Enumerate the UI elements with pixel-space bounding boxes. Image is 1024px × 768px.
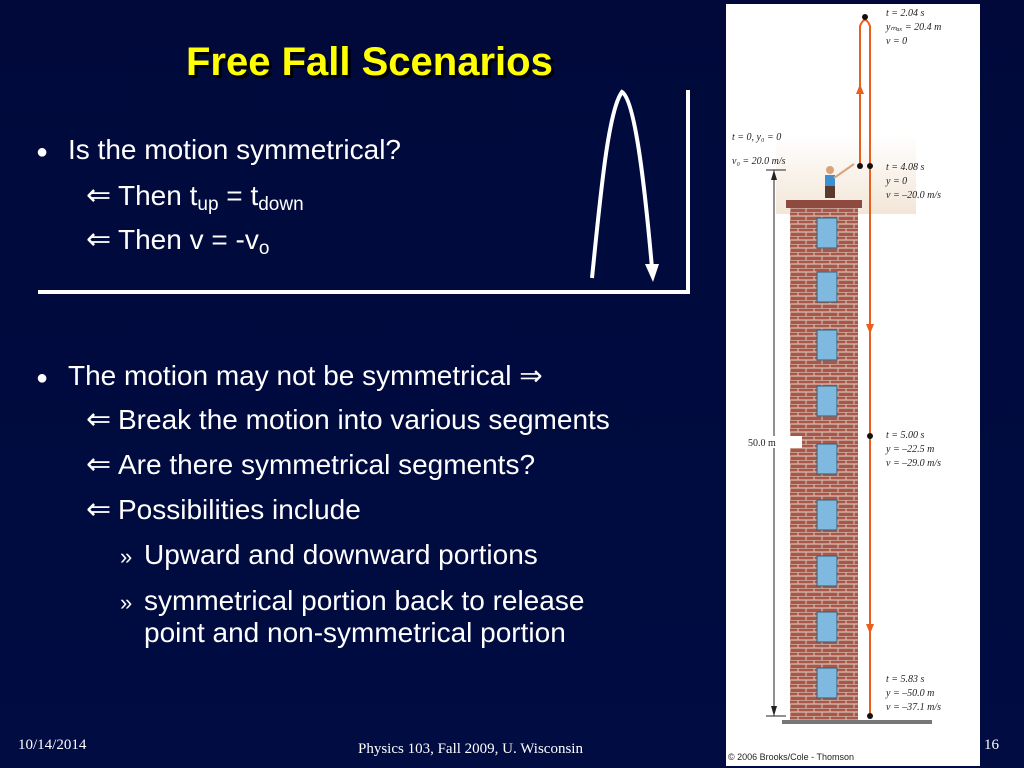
building-windows (816, 217, 838, 699)
label-p2-time: t = 5.00 s (886, 430, 925, 441)
arrow-icon: ⇐ (86, 448, 112, 481)
footer-date: 10/14/2014 (18, 737, 87, 753)
label-p1-velocity: v = –20.0 m/s (886, 190, 941, 201)
label-start-velocity: v₀ = 20.0 m/s (732, 156, 786, 167)
parabola-arrowhead (645, 264, 659, 282)
sub-bullet-v-equals: ⇐Then v = -vo (86, 223, 270, 259)
sub-sub-bullet-release-point-cont: point and non-symmetrical portion (144, 617, 566, 648)
label-top-time: t = 2.04 s (886, 8, 925, 19)
sub-bullet-possibilities: ⇐Possibilities include (86, 493, 361, 526)
sub-sub-bullet-release-point: »symmetrical portion back to release (120, 585, 584, 619)
arrow-icon: ⇐ (86, 179, 112, 212)
label-p3-velocity: v = –37.1 m/s (886, 702, 941, 713)
raquo-icon: » (120, 590, 133, 615)
label-p1-time: t = 4.08 s (886, 162, 925, 173)
arrow-icon: ⇐ (86, 493, 112, 526)
bullet-symmetrical-question: Is the motion symmetrical? (68, 134, 401, 166)
arrow-icon: ⇐ (86, 223, 112, 256)
footer-page-number: 16 (984, 737, 999, 753)
sub-sub-bullet-up-down: »Upward and downward portions (120, 539, 538, 573)
bullet-not-symmetrical: The motion may not be symmetrical ⇒ (68, 360, 543, 392)
copyright-text: © 2006 Brooks/Cole - Thomson (728, 752, 854, 762)
bullet-text: Is the motion symmetrical? (68, 134, 401, 165)
sub-bullet-t-up-down: ⇐Then tup = tdown (86, 179, 304, 215)
label-p2-velocity: v = –29.0 m/s (886, 458, 941, 469)
footer-course: Physics 103, Fall 2009, U. Wisconsin (358, 741, 583, 757)
parabola-arc (590, 89, 654, 279)
label-top-velocity: v = 0 (886, 36, 907, 47)
label-p3-position: y = –50.0 m (885, 688, 934, 699)
bullet-dot-1: ● (36, 141, 49, 163)
label-building-height: 50.0 m (748, 438, 776, 449)
label-p2-position: y = –22.5 m (885, 444, 934, 455)
arrow-icon: ⇐ (86, 403, 112, 436)
sub-bullet-symmetrical-segments: ⇐Are there symmetrical segments? (86, 448, 536, 481)
page-title: Free Fall Scenarios (186, 40, 553, 84)
thrower-figure (825, 163, 855, 198)
label-p1-position: y = 0 (885, 176, 907, 187)
label-p3-time: t = 5.83 s (886, 674, 925, 685)
trajectory-path (859, 19, 871, 716)
bullet-text: The motion may not be symmetrical ⇒ (68, 360, 543, 391)
raquo-icon: » (120, 544, 133, 569)
sub-bullet-break-motion: ⇐Break the motion into various segments (86, 403, 610, 436)
label-top-ymax: yₘₐₓ = 20.4 m (885, 22, 941, 33)
bullet-dot-2: ● (36, 367, 49, 389)
building-diagram: t = 2.04 s yₘₐₓ = 20.4 m v = 0 t = 0, y₀… (726, 4, 980, 766)
label-start-time: t = 0, y₀ = 0 (732, 132, 781, 143)
